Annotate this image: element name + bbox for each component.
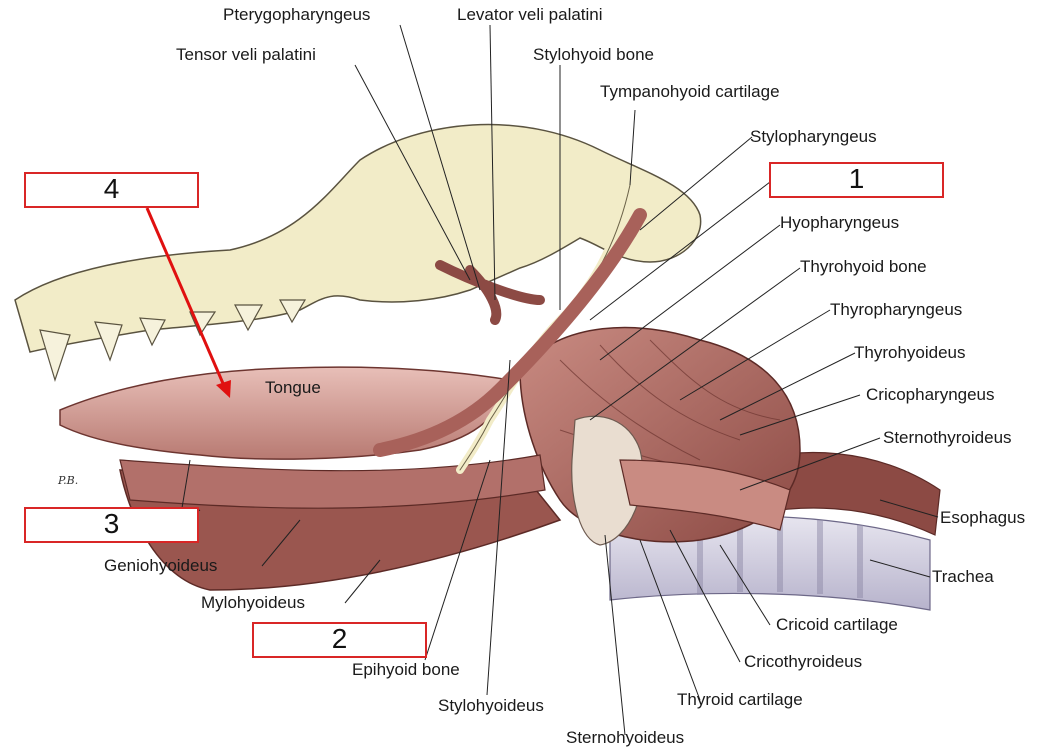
label-trachea: Trachea [932,567,994,586]
label-esophagus: Esophagus [940,508,1026,527]
answer-box-4[interactable]: 4 [24,172,199,208]
arrow-4-head [216,380,231,398]
upper-teeth [39,299,307,382]
arrow-4 [145,207,227,389]
thyroid-cartilage-shape [571,415,644,546]
geniohyoid-band [119,454,546,509]
label-tensor-veli-palatini: Tensor veli palatini [176,45,316,64]
answer-box-1[interactable]: 1 [769,162,944,198]
label-mylohyoideus: Mylohyoideus [201,593,305,612]
label-thyroid-cartilage: Thyroid cartilage [677,690,803,709]
artist-signature: P.B. [58,474,79,487]
label-cricoid-cartilage: Cricoid cartilage [776,615,898,634]
answer-box-2[interactable]: 2 [252,622,427,658]
label-sternohyoideus: Sternohyoideus [566,728,685,747]
label-epihyoid-bone: Epihyoid bone [352,660,460,679]
answer-box-3[interactable]: 3 [24,507,199,543]
sternothyroid-cut [619,459,791,531]
label-cricothyroideus: Cricothyroideus [744,652,863,671]
label-cricopharyngeus: Cricopharyngeus [866,385,995,404]
label-thyrohyoideus: Thyrohyoideus [854,343,966,362]
label-stylopharyngeus: Stylopharyngeus [750,127,877,146]
skull [14,123,702,353]
label-thyrohyoid-bone: Thyrohyoid bone [800,257,927,276]
label-stylohyoideus: Stylohyoideus [438,696,544,715]
label-tongue: Tongue [265,378,321,397]
palatine-muscles [435,260,545,325]
stylopharyngeus-strap [373,208,647,457]
label-sternothyroideus: Sternothyroideus [883,428,1012,447]
label-thyropharyngeus: Thyropharyngeus [830,300,963,319]
label-tympanohyoid-cartilage: Tympanohyoid cartilage [600,82,780,101]
label-hyopharyngeus: Hyopharyngeus [780,213,900,232]
label-pterygopharyngeus: Pterygopharyngeus [223,5,371,24]
label-stylohyoid-bone: Stylohyoid bone [533,45,654,64]
label-geniohyoideus: Geniohyoideus [104,556,218,575]
label-levator-veli-palatini: Levator veli palatini [457,5,603,24]
